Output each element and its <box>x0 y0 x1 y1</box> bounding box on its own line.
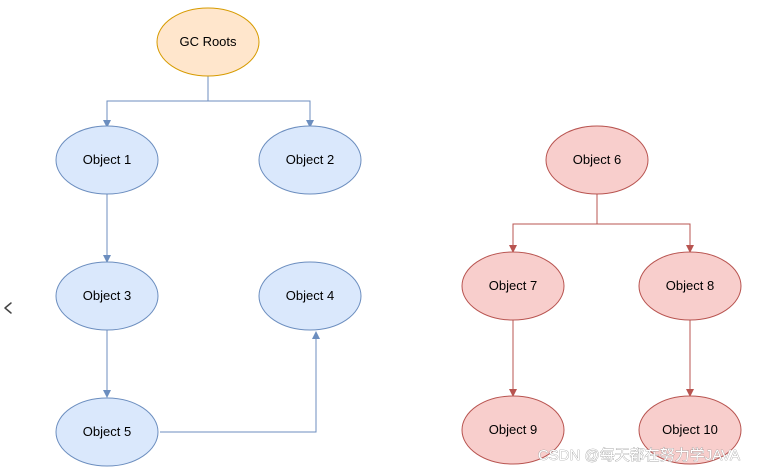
object-3-label: Object 3 <box>83 288 131 303</box>
node-object-7: Object 7 <box>461 251 565 321</box>
node-object-10: Object 10 <box>638 395 742 465</box>
node-object-9: Object 9 <box>461 395 565 465</box>
node-gc-roots: GC Roots <box>156 7 260 77</box>
node-object-4: Object 4 <box>258 261 362 331</box>
object-5-label: Object 5 <box>83 424 131 439</box>
edge-gc-roots-to-object-2 <box>208 100 314 128</box>
object-9-label: Object 9 <box>489 422 537 437</box>
chevron-left-icon[interactable] <box>4 302 12 314</box>
gc-roots-label: GC Roots <box>179 34 237 49</box>
object-4-label: Object 4 <box>286 288 334 303</box>
node-object-1: Object 1 <box>55 125 159 195</box>
object-6-label: Object 6 <box>573 152 621 167</box>
object-2-label: Object 2 <box>286 152 334 167</box>
node-object-8: Object 8 <box>638 251 742 321</box>
object-8-label: Object 8 <box>666 278 714 293</box>
object-7-label: Object 7 <box>489 278 537 293</box>
unreachable-edges <box>509 194 694 397</box>
edge-object-6-to-object-8 <box>597 223 694 253</box>
object-1-label: Object 1 <box>83 152 131 167</box>
object-10-label: Object 10 <box>662 422 718 437</box>
node-object-6: Object 6 <box>545 125 649 195</box>
csdn-watermark: CSDN @每天都在努力学JAVA <box>538 447 740 464</box>
edge-object-6-to-object-7 <box>509 194 598 253</box>
reachable-edges <box>103 76 320 433</box>
node-object-2: Object 2 <box>258 125 362 195</box>
edge-gc-roots-to-object-1 <box>103 76 209 128</box>
node-object-3: Object 3 <box>55 261 159 331</box>
node-object-5: Object 5 <box>55 397 159 467</box>
edge-object-5-to-object-4 <box>160 331 320 433</box>
